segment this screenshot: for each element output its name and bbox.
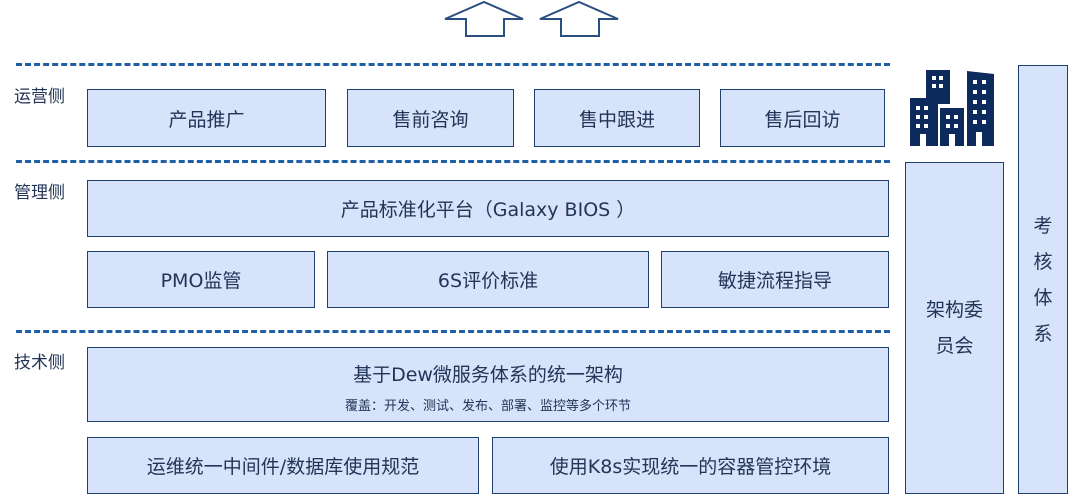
assessment-char: 体 [1033, 286, 1053, 309]
architecture-subtitle: 覆盖：开发、测试、发布、部署、监控等多个环节 [344, 398, 631, 414]
row-label-mgmt: 管理侧 [14, 183, 65, 203]
mgmt-item: 敏捷流程指导 [661, 251, 889, 308]
row-label-ops: 运营侧 [14, 87, 65, 107]
architecture-title: 基于Dew微服务体系的统一架构 [353, 363, 623, 386]
tech-item: 使用K8s实现统一的容器管控环境 [492, 437, 889, 494]
row-label-tech: 技术侧 [14, 353, 65, 373]
assessment-char: 考 [1033, 214, 1053, 237]
separator-mgmt-tech [16, 330, 890, 333]
committee-line: 员会 [935, 335, 974, 357]
ops-item: 售前咨询 [347, 89, 514, 147]
committee-line: 架构委 [925, 299, 983, 321]
up-arrow-icon [539, 0, 619, 37]
architecture-box: 基于Dew微服务体系的统一架构 覆盖：开发、测试、发布、部署、监控等多个环节 [87, 347, 889, 422]
tech-item: 运维统一中间件/数据库使用规范 [87, 437, 479, 494]
ops-item: 售中跟进 [534, 89, 700, 147]
ops-item: 产品推广 [87, 89, 326, 147]
up-arrow-icon [444, 0, 524, 37]
buildings-icon [910, 70, 994, 146]
mgmt-item: 6S评价标准 [327, 251, 649, 308]
platform-box: 产品标准化平台（Galaxy BIOS ） [87, 180, 889, 237]
architecture-committee: 架构委 员会 [905, 162, 1004, 494]
assessment-char: 核 [1033, 250, 1053, 273]
ops-item: 售后回访 [720, 89, 885, 147]
mgmt-item: PMO监管 [87, 251, 315, 308]
separator-top [16, 63, 890, 66]
assessment-system: 考 核 体 系 [1018, 65, 1068, 494]
assessment-char: 系 [1033, 322, 1053, 345]
separator-ops-mgmt [16, 160, 890, 163]
